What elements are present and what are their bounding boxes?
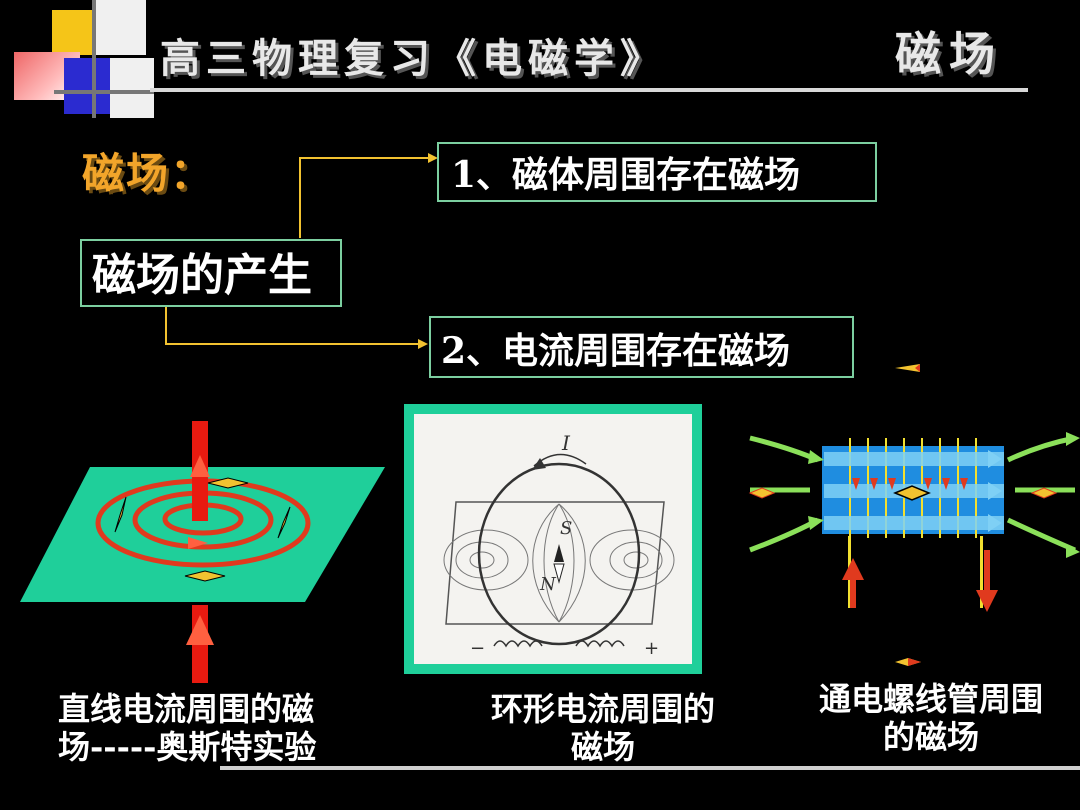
branch-box-current: 2、电流周围存在磁场: [429, 316, 854, 378]
center-box: 磁场的产生: [80, 239, 342, 307]
branch-box-magnet: 1、磁体周围存在磁场: [437, 142, 877, 202]
ring-current-figure: I S N − +: [404, 404, 702, 674]
straight-current-caption: 直线电流周围的磁 场-----奥斯特实验: [58, 690, 316, 766]
corner-logo: [14, 0, 154, 118]
pole-label-N: N: [539, 574, 557, 595]
header-divider: [150, 88, 1028, 92]
minus-sign: −: [470, 638, 485, 659]
pole-label-S: S: [560, 518, 572, 539]
current-label-I: I: [561, 431, 571, 455]
footer-divider: [220, 766, 1080, 770]
topic-label: 磁场：: [82, 149, 215, 198]
caption-line: 磁场: [570, 728, 635, 766]
solenoid-figure: [748, 364, 1080, 666]
caption-line: 场-----奥斯特实验: [58, 728, 317, 766]
compass-needles: [114, 477, 291, 582]
caption-line: 直线电流周围的磁: [58, 690, 315, 728]
solenoid-caption: 通电螺线管周围 的磁场: [804, 680, 1058, 756]
plus-sign: +: [644, 638, 659, 659]
caption-line: 的磁场: [882, 718, 979, 756]
ring-current-caption: 环形电流周围的 磁场: [478, 690, 728, 766]
section-title: 磁场: [895, 27, 1003, 81]
page-title: 高三物理复习《电磁学》: [160, 36, 666, 82]
straight-current-figure: [20, 421, 385, 683]
caption-line: 通电螺线管周围: [818, 680, 1043, 718]
caption-line: 环形电流周围的: [490, 690, 715, 728]
